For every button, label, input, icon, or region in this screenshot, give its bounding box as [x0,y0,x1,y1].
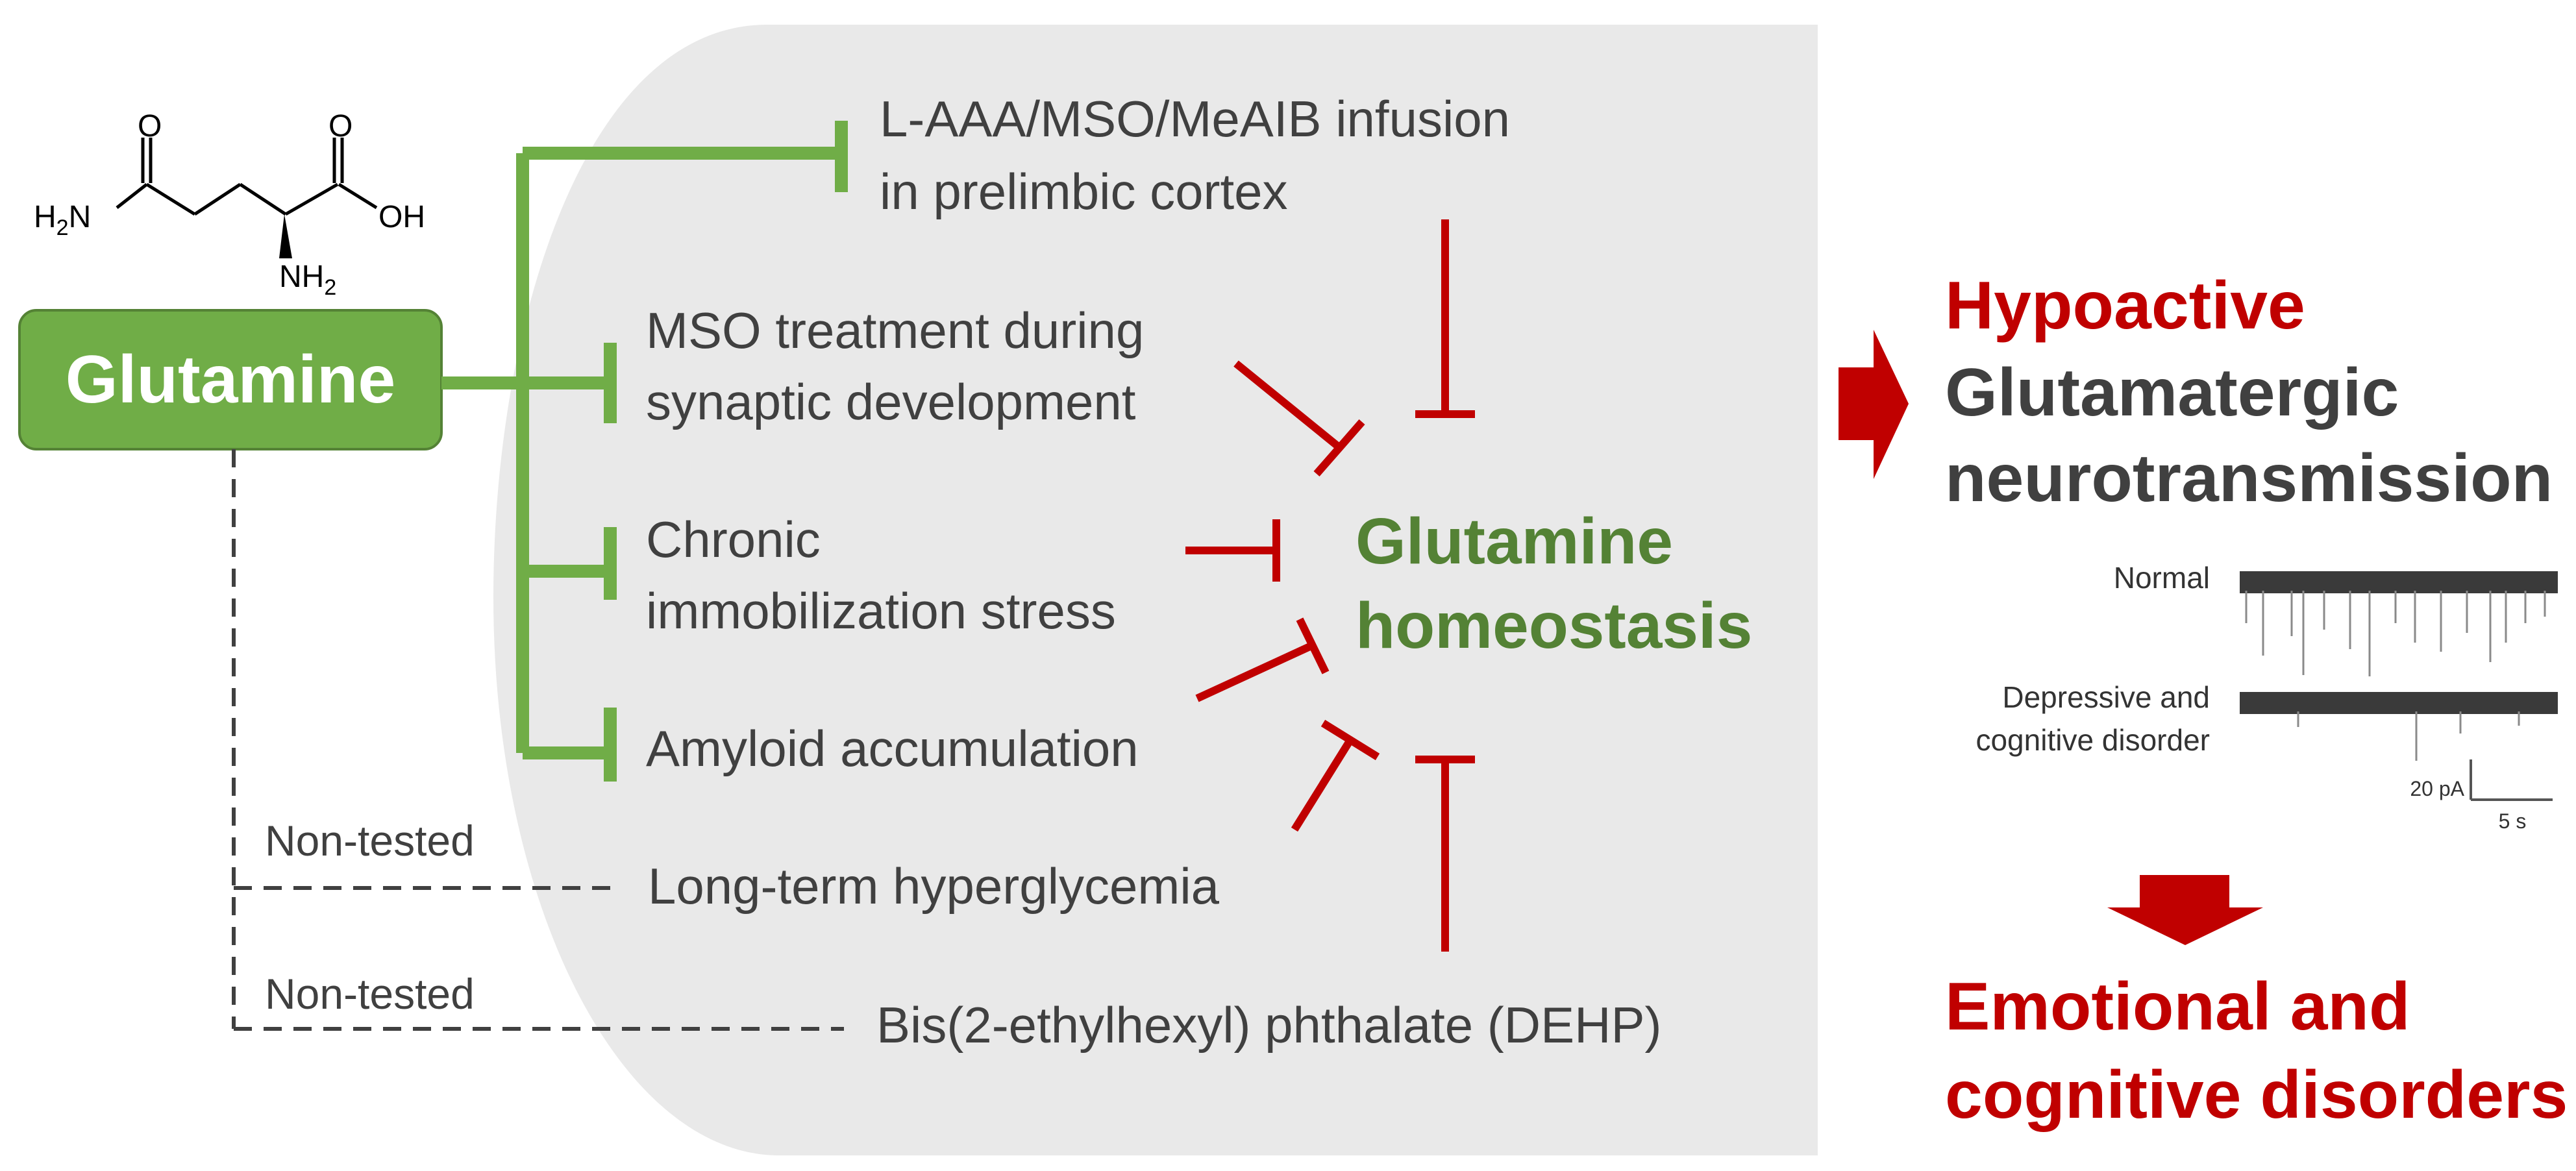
cause-mso-line2: synaptic development [646,373,1136,430]
final-outcome-line2: cognitive disorders [1945,1057,2568,1133]
chem-oh: OH [378,200,425,234]
cause-mso-line1: MSO treatment during [646,302,1144,359]
homeostasis-line2: homeostasis [1356,589,1752,662]
scale-label-s: 5 s [2499,809,2527,833]
chem-nh2-nh: NH [279,260,324,294]
chem-h2n-h: H [34,200,56,234]
trace-label-normal: Normal [2114,561,2210,595]
scale-label-pa: 20 pA [2410,777,2464,800]
cause-dehp: Bis(2-ethylhexyl) phthalate (DEHP) [876,996,1661,1054]
cause-infusion-line2: in prelimbic cortex [880,163,1288,220]
scale-bar [2470,759,2553,801]
outcome-glutamatergic: Glutamatergic [1945,355,2399,430]
wedge-bond [279,214,292,258]
gray-background-region [493,25,1818,1155]
chem-h2n: H2N [34,200,91,240]
glutamine-structure [116,138,378,216]
trace-normal [2240,571,2558,676]
chem-o-left: O [138,109,162,143]
cause-stress-line2: immobilization stress [646,582,1116,639]
green-inhibition-tree [441,121,848,782]
cause-stress-line1: Chronic [646,511,821,568]
chem-nh2-sub: 2 [324,275,336,300]
cause-infusion-line1: L-AAA/MSO/MeAIB infusion [880,90,1510,147]
down-arrow [2107,875,2263,945]
final-outcome-line1: Emotional and [1945,969,2410,1044]
non-tested-connectors [232,449,844,1031]
cause-hyperglycemia: Long-term hyperglycemia [648,857,1220,915]
chem-h2n-n: N [69,200,92,234]
non-tested-label-2: Non-tested [265,970,475,1018]
outcome-hypoactive: Hypoactive [1945,268,2305,343]
trace-depressive [2240,692,2558,761]
right-arrow [1839,330,1909,479]
homeostasis-line1: Glutamine [1356,505,1673,578]
chem-h2n-sub: 2 [56,216,69,240]
outcome-neurotransmission: neurotransmission [1945,441,2553,516]
trace-label-depressive-1: Depressive and [2002,680,2210,714]
non-tested-label-1: Non-tested [265,817,475,865]
glutamine-label: Glutamine [66,342,396,417]
trace-label-depressive-2: cognitive disorder [1975,723,2210,757]
cause-amyloid: Amyloid accumulation [646,720,1139,777]
chem-o-right: O [328,109,353,143]
red-inhibition-arrows [1185,219,1475,952]
chem-nh2: NH2 [279,260,336,300]
